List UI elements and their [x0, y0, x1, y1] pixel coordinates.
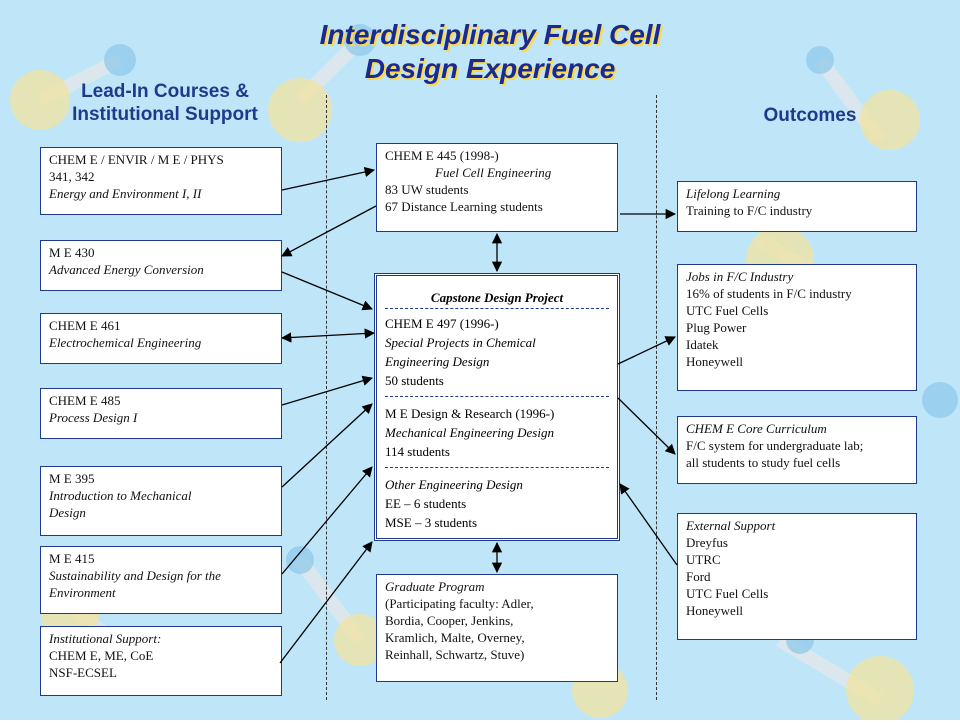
- outcome-detail: 16% of students in F/C industry: [686, 286, 852, 301]
- page-title: Interdisciplinary Fuel Cell Design Exper…: [200, 18, 780, 86]
- arrow-me430-to-capstone: [281, 271, 373, 311]
- capstone-divider: [385, 396, 609, 397]
- outcome-detail: Training to F/C industry: [686, 203, 813, 218]
- course-title-cont: Design: [49, 505, 86, 520]
- lead-in-course-energy-environment: CHEM E / ENVIR / M E / PHYS 341, 342 Ene…: [40, 147, 282, 215]
- course-title-cont: Engineering Design: [385, 354, 490, 369]
- capstone-title: Capstone Design Project: [430, 290, 564, 305]
- lead-in-course-cheme461: CHEM E 461 Electrochemical Engineering: [40, 313, 282, 364]
- arrow-me415-to-capstone: [281, 466, 373, 575]
- sponsor: Honeywell: [686, 603, 744, 618]
- divider-left: [326, 95, 327, 700]
- course-code: CHEM E 485: [49, 393, 121, 408]
- institutional-support: Institutional Support: CHEM E, ME, CoE N…: [40, 626, 282, 696]
- capstone-cheme497: CHEM E 497 (1996-) Special Projects in C…: [377, 311, 617, 393]
- arrow-485-to-capstone: [281, 375, 373, 406]
- sponsor: Ford: [686, 569, 711, 584]
- sponsor: Dreyfus: [686, 535, 728, 550]
- course-code: CHEM E 445 (1998-): [385, 148, 499, 163]
- course-code: M E 395: [49, 471, 95, 486]
- course-code: CHEM E / ENVIR / M E / PHYS: [49, 152, 224, 167]
- program-title: Graduate Program: [385, 579, 485, 594]
- capstone-me-design: M E Design & Research (1996-) Mechanical…: [377, 401, 617, 464]
- lead-in-header: Lead-In Courses & Institutional Support: [40, 80, 290, 126]
- arrow-external-to-capstone: [619, 483, 678, 566]
- faculty-list: (Participating faculty: Adler,: [385, 596, 534, 611]
- course-number: 341, 342: [49, 169, 95, 184]
- company: UTC Fuel Cells: [686, 303, 769, 318]
- arrow-capstone-to-jobs: [617, 336, 676, 365]
- outcomes-header: Outcomes: [763, 105, 857, 126]
- enrollment-ee: EE – 6 students: [385, 496, 467, 511]
- enrollment: 114 students: [385, 444, 450, 459]
- course-title: Advanced Energy Conversion: [49, 262, 204, 277]
- course-title: Electrochemical Engineering: [49, 335, 202, 350]
- course-title: Special Projects in Chemical: [385, 335, 536, 350]
- company: Idatek: [686, 337, 719, 352]
- outcome-title: Jobs in F/C Industry: [686, 269, 794, 284]
- lead-in-course-me415: M E 415 Sustainability and Design for th…: [40, 546, 282, 614]
- outcome-external-support: External Support Dreyfus UTRC Ford UTC F…: [677, 513, 917, 640]
- outcome-jobs: Jobs in F/C Industry 16% of students in …: [677, 264, 917, 391]
- outcome-core-curriculum: CHEM E Core Curriculum F/C system for un…: [677, 416, 917, 484]
- faculty-list: Bordia, Cooper, Jenkins,: [385, 613, 514, 628]
- faculty-list: Reinhall, Schwartz, Stuve): [385, 647, 525, 662]
- lead-in-course-cheme485: CHEM E 485 Process Design I: [40, 388, 282, 439]
- capstone-divider: [385, 467, 609, 468]
- company: Honeywell: [686, 354, 744, 369]
- course-cheme445: CHEM E 445 (1998-) Fuel Cell Engineering…: [376, 143, 618, 232]
- enrollment-uw: 83 UW students: [385, 182, 469, 197]
- faculty-list: Kramlich, Malte, Overney,: [385, 630, 525, 645]
- lead-in-course-me395: M E 395 Introduction to Mechanical Desig…: [40, 466, 282, 536]
- enrollment-mse: MSE – 3 students: [385, 515, 478, 530]
- sponsor: UTC Fuel Cells: [686, 586, 769, 601]
- arrow-institutional-to-capstone: [279, 541, 373, 664]
- enrollment-distance: 67 Distance Learning students: [385, 199, 543, 214]
- course-title: Process Design I: [49, 410, 138, 425]
- course-code: M E 430: [49, 245, 95, 260]
- course-code: CHEM E 461: [49, 318, 121, 333]
- support-program: NSF-ECSEL: [49, 665, 117, 680]
- course-title: Fuel Cell Engineering: [435, 165, 552, 180]
- arrow-445-to-me430: [281, 205, 377, 257]
- course-title: Sustainability and Design for the: [49, 568, 221, 583]
- outcome-detail: F/C system for undergraduate lab;: [686, 438, 864, 453]
- arrow-capstone-cheme461: [280, 328, 376, 343]
- course-code: M E 415: [49, 551, 95, 566]
- course-code: CHEM E 497 (1996-): [385, 316, 499, 331]
- divider-right: [656, 95, 657, 700]
- outcome-detail: all students to study fuel cells: [686, 455, 841, 470]
- capstone-other-design: Other Engineering Design EE – 6 students…: [377, 472, 617, 535]
- lead-in-course-me430: M E 430 Advanced Energy Conversion: [40, 240, 282, 291]
- sponsor: UTRC: [686, 552, 721, 567]
- course-title: Energy and Environment I, II: [49, 186, 202, 201]
- course-title: Introduction to Mechanical: [49, 488, 192, 503]
- outcome-title: External Support: [686, 518, 776, 533]
- support-units: CHEM E, ME, CoE: [49, 648, 154, 663]
- course-title: Mechanical Engineering Design: [385, 425, 554, 440]
- arrow-capstone-to-curriculum: [617, 397, 676, 455]
- course-title-cont: Environment: [49, 585, 116, 600]
- support-label: Institutional Support:: [49, 631, 162, 646]
- title-line-1: Interdisciplinary Fuel Cell: [319, 19, 661, 50]
- lead-in-header-line-2: Institutional Support: [72, 104, 258, 125]
- arrow-341-to-445: [281, 166, 376, 191]
- enrollment: 50 students: [385, 373, 444, 388]
- lead-in-header-line-1: Lead-In Courses &: [81, 81, 249, 102]
- capstone-design-project: Capstone Design Project CHEM E 497 (1996…: [374, 273, 620, 541]
- arrow-me395-to-capstone: [281, 403, 373, 488]
- title-line-2: Design Experience: [364, 53, 616, 84]
- course-code: M E Design & Research (1996-): [385, 406, 555, 421]
- capstone-divider: [385, 308, 609, 309]
- course-title: Other Engineering Design: [385, 477, 523, 492]
- company: Plug Power: [686, 320, 747, 335]
- graduate-program: Graduate Program (Participating faculty:…: [376, 574, 618, 682]
- outcome-lifelong-learning: Lifelong Learning Training to F/C indust…: [677, 181, 917, 232]
- outcome-title: CHEM E Core Curriculum: [686, 421, 827, 436]
- outcome-title: Lifelong Learning: [686, 186, 781, 201]
